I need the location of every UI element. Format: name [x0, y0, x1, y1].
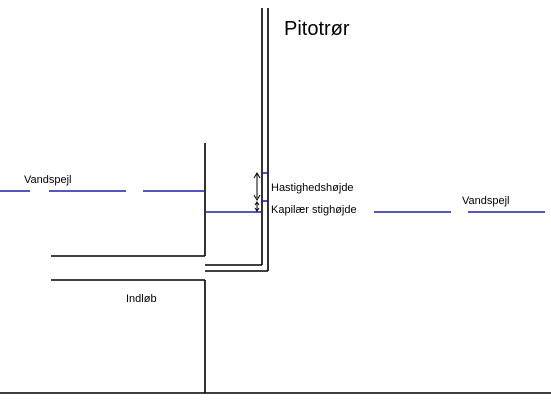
- diagram-title: Pitotrør: [284, 18, 350, 40]
- water-level-right-label: Vandspejl: [462, 195, 510, 207]
- velocity-head-arrow-top: [253, 172, 261, 179]
- pitot-tube: [205, 8, 269, 272]
- capillary-rise-label: Kapilær stighøjde: [271, 204, 357, 216]
- velocity-head-arrow-bottom: [253, 194, 261, 201]
- channel-walls: [0, 143, 551, 394]
- capillary-rise-arrow-top: [254, 201, 260, 206]
- dimension-arrows: [253, 172, 261, 212]
- capillary-rise-arrow-bottom: [254, 207, 260, 212]
- inlet-label: Indløb: [126, 293, 157, 305]
- water-level-left-label: Vandspejl: [24, 174, 72, 186]
- velocity-head-label: Hastighedshøjde: [271, 182, 354, 194]
- water-levels: [0, 172, 545, 213]
